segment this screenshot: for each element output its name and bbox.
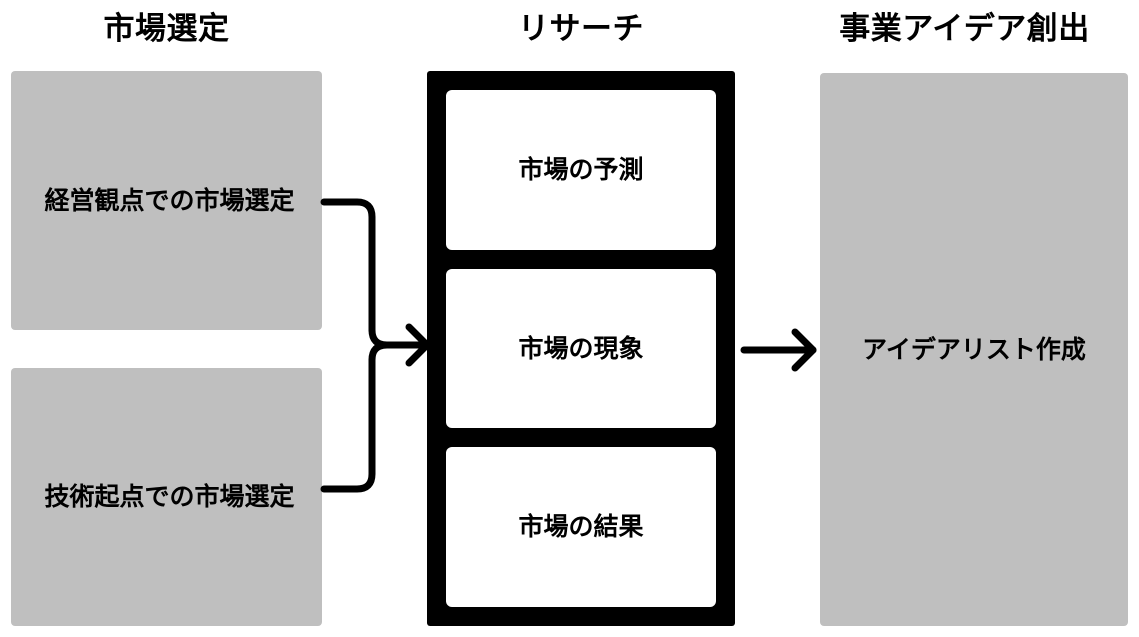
card-idea-list-creation[interactable]: アイデアリスト作成 (820, 73, 1128, 626)
card-technology-origin-market-selection[interactable]: 技術起点での市場選定 (11, 368, 322, 626)
card-management-perspective-market-selection[interactable]: 経営観点での市場選定 (11, 71, 322, 330)
column-header-market-selection: 市場選定 (103, 11, 230, 46)
merge-arrow-head (405, 323, 431, 367)
column-header-idea-generation: 事業アイデア創出 (839, 11, 1090, 46)
research-item-label: 市場の結果 (518, 513, 644, 542)
idea-arrow-head (791, 328, 817, 372)
card-label: 経営観点での市場選定 (44, 186, 295, 215)
card-label: アイデアリスト作成 (862, 335, 1086, 364)
research-to-idea-arrow-connector (740, 328, 817, 372)
merge-junction-bottom (368, 341, 391, 364)
merge-branch-top (320, 198, 376, 334)
merge-branch-bottom (320, 356, 376, 493)
column-header-research: リサーチ (518, 11, 644, 46)
research-item-label: 市場の予測 (518, 155, 644, 184)
research-item-market-forecast[interactable]: 市場の予測 (446, 90, 716, 250)
merge-junction-top (368, 326, 391, 349)
research-item-market-results[interactable]: 市場の結果 (446, 447, 716, 608)
card-label: 技術起点での市場選定 (44, 483, 295, 511)
merge-arrow-connector (320, 198, 431, 493)
research-item-market-phenomena[interactable]: 市場の現象 (446, 268, 716, 429)
research-container[interactable]: 市場の予測 市場の現象 市場の結果 (427, 71, 735, 626)
research-item-label: 市場の現象 (518, 334, 644, 363)
